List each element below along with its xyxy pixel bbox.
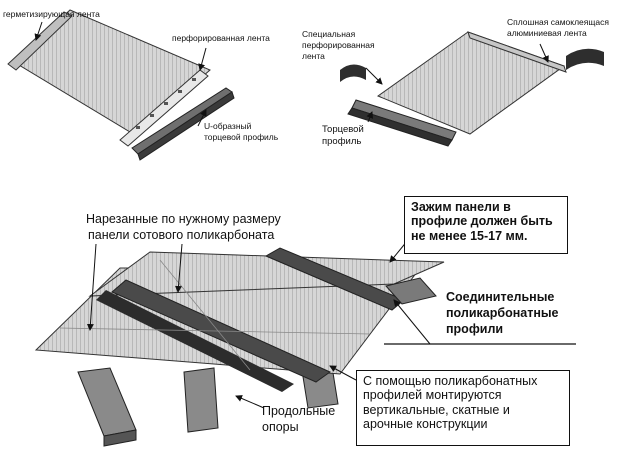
- arrow-mount: [329, 365, 357, 381]
- label-mount-3: вертикальные, скатные и: [363, 402, 510, 417]
- arrow-profiles: [393, 299, 431, 345]
- label-connecting-1: Соединительные: [446, 290, 555, 304]
- arrow-cut-panels-right: [175, 243, 183, 293]
- label-end-profile-2: профиль: [322, 136, 362, 147]
- label-special-tape-2: перфорированная: [302, 40, 375, 50]
- label-mount-2: профилей монтируются: [363, 388, 502, 403]
- arrow-cut-panels-left: [86, 243, 97, 331]
- panel-top-right: [376, 31, 567, 135]
- label-mount-4: арочные конструкции: [363, 417, 488, 432]
- label-alu-tape-2: алюминиевая лента: [507, 28, 587, 38]
- special-tape-roll-icon: [340, 64, 366, 82]
- label-end-profile-1: Торцевой: [322, 124, 364, 135]
- arrow-sealing-tape: [34, 21, 43, 41]
- callout-clamp: Зажим панели в профиле должен быть не ме…: [404, 196, 568, 254]
- roof-assembly: [34, 247, 445, 447]
- u-profile-top-left: [131, 87, 235, 161]
- arrow-u-profile: [197, 109, 207, 127]
- label-mount-1: С помощью поликарбонатных: [363, 374, 538, 388]
- label-special-tape-1: Специальная: [302, 29, 356, 39]
- label-perforated-tape: перфорированная лента: [172, 33, 270, 43]
- label-u-profile-2: торцевой профиль: [204, 132, 279, 142]
- label-supports-1: Продольные: [262, 404, 336, 418]
- arrow-special-tape: [365, 67, 383, 85]
- label-clamp-1: Зажим панели в: [411, 200, 511, 214]
- label-sealing-tape: герметизирующая лента: [3, 9, 100, 19]
- label-cut-panels-1: Нарезанные по нужному размеру: [86, 212, 281, 226]
- label-clamp-3: не менее 15-17 мм.: [411, 228, 528, 243]
- label-clamp-2: профиле должен быть: [411, 214, 553, 229]
- label-u-profile-1: U-образный: [204, 121, 252, 131]
- callout-mount: С помощью поликарбонатных профилей монти…: [356, 370, 570, 446]
- arrow-alu-tape: [539, 43, 549, 63]
- label-connecting-2: поликарбонатные: [446, 306, 559, 320]
- alu-tape-roll-icon: [566, 48, 604, 70]
- arrow-perforated-tape: [198, 47, 207, 71]
- label-special-tape-3: лента: [302, 51, 325, 61]
- arrow-end-profile: [366, 111, 374, 123]
- arrow-supports: [235, 395, 265, 409]
- label-supports-2: опоры: [262, 420, 299, 434]
- label-alu-tape-1: Сплошная самоклеящася: [507, 17, 609, 27]
- label-connecting-3: профили: [446, 322, 504, 336]
- panel-top-left: [7, 9, 211, 147]
- label-cut-panels-2: панели сотового поликарбоната: [88, 228, 275, 242]
- end-profile-top-right: [347, 99, 457, 147]
